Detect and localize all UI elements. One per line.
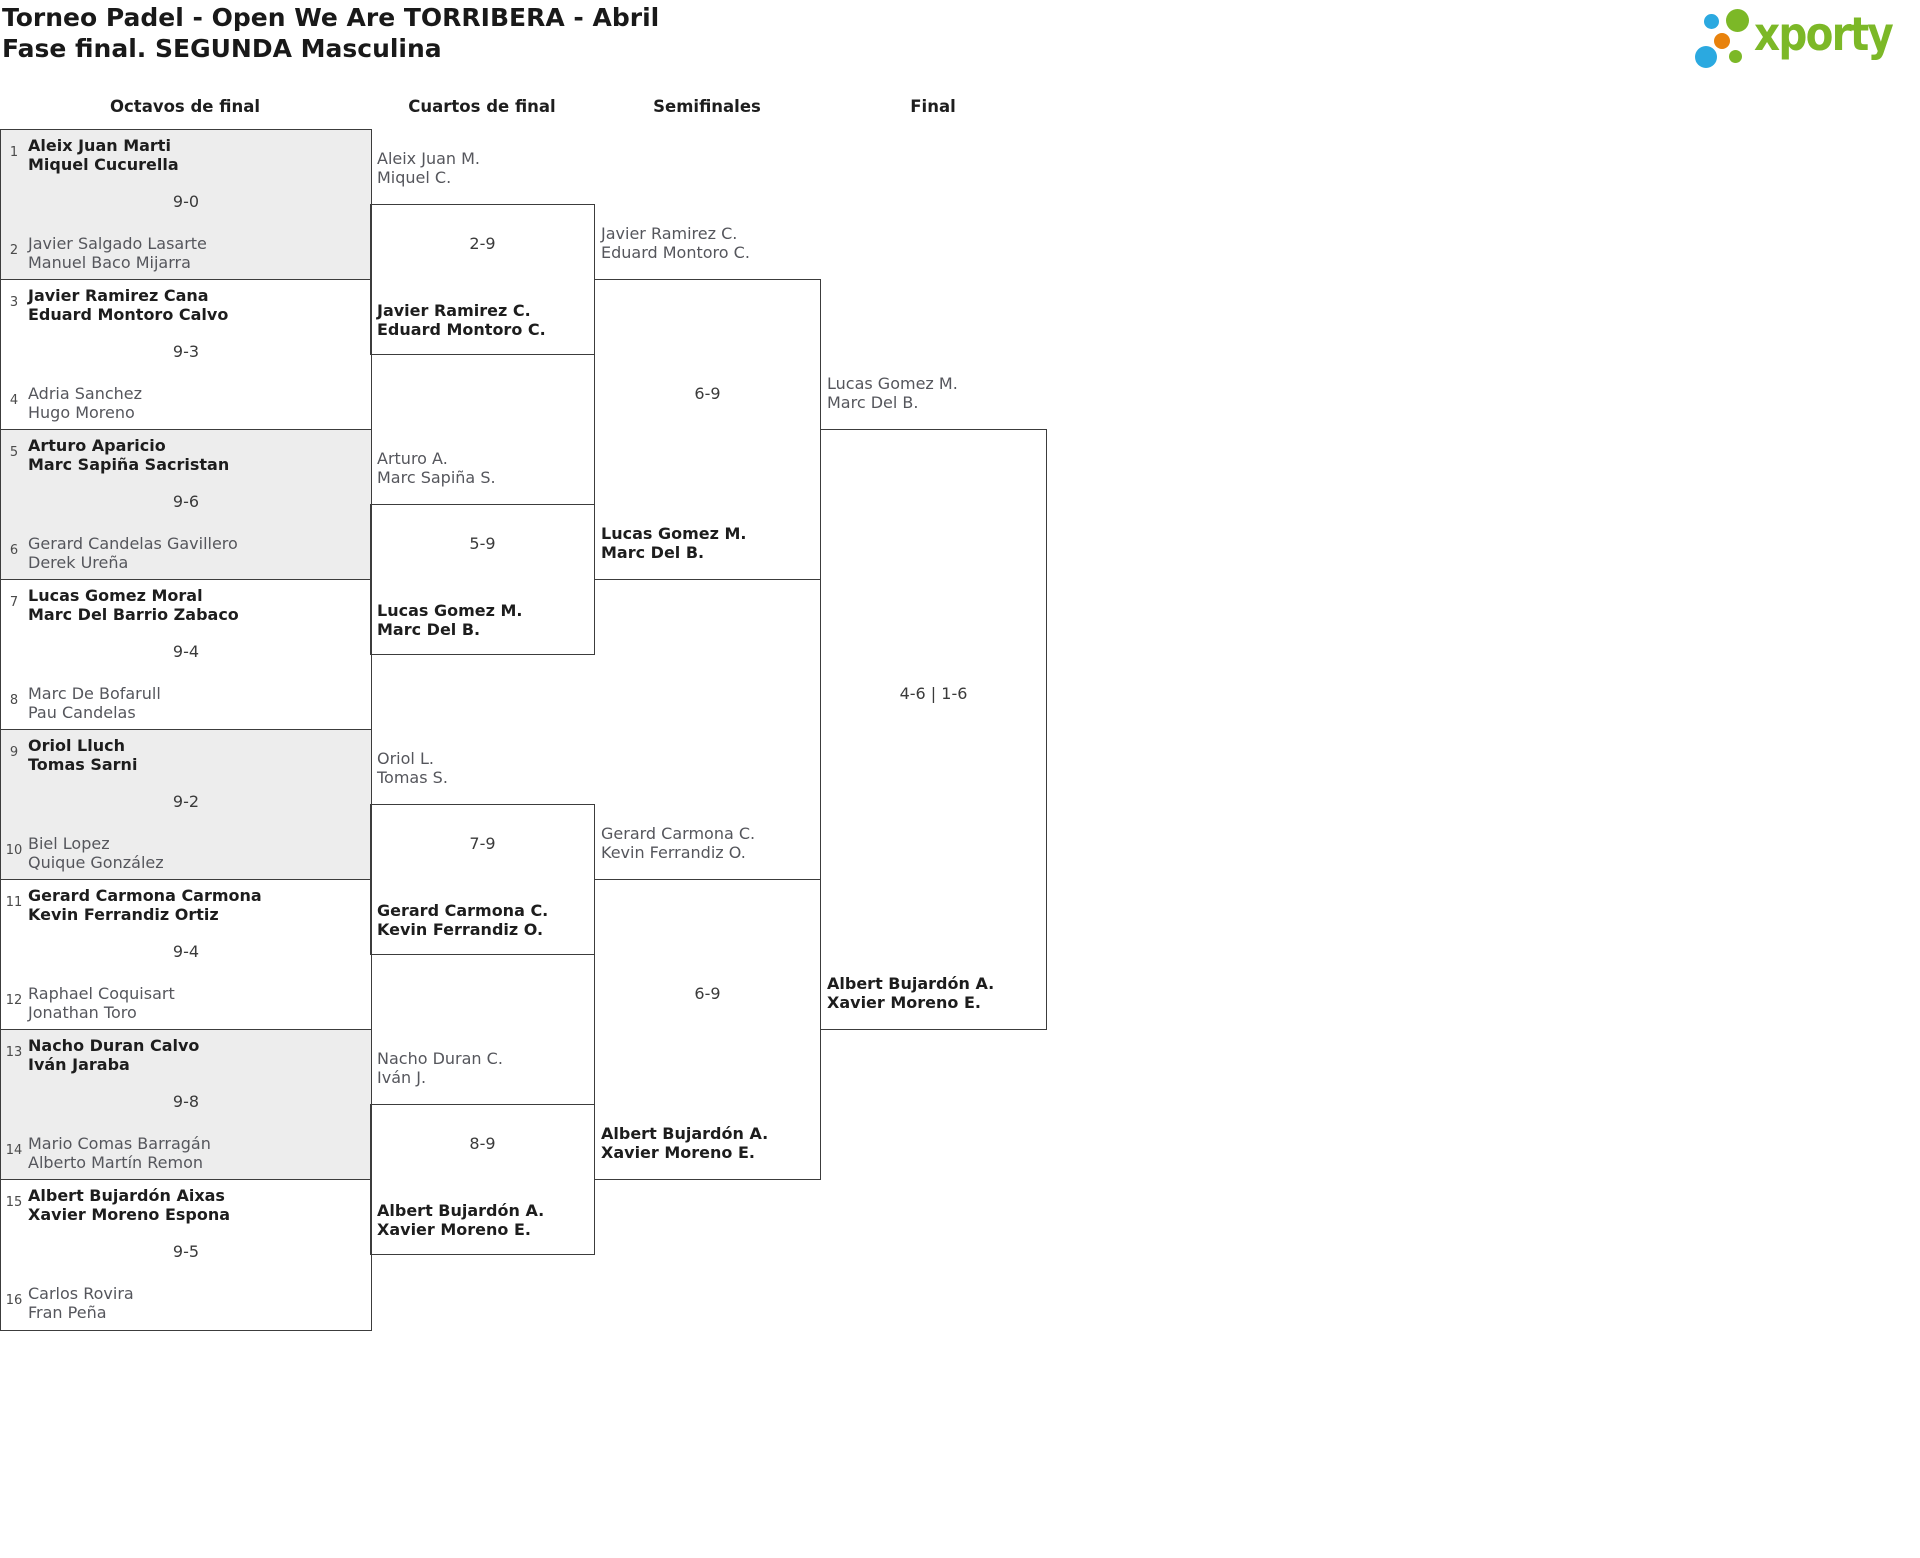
- team-names: Lucas Gomez M. Marc Del B.: [827, 374, 958, 412]
- team-names: Oriol L. Tomas S.: [377, 749, 448, 787]
- team-names: Marc De Bofarull Pau Candelas: [28, 684, 161, 722]
- phase-subtitle: Fase final. SEGUNDA Masculina: [2, 34, 442, 63]
- octavos-match-8: 15 Albert Bujardón Aixas Xavier Moreno E…: [1, 1180, 371, 1330]
- logo-dot-icon: [1704, 14, 1719, 29]
- team-names: Javier Ramirez Cana Eduard Montoro Calvo: [28, 286, 229, 324]
- seed-number: 2: [9, 243, 19, 258]
- octavos-match-1: 1 Aleix Juan Marti Miquel Cucurella 9-0 …: [1, 130, 371, 280]
- seed-number: 13: [5, 1045, 23, 1060]
- team-names: Albert Bujardón A. Xavier Moreno E.: [827, 974, 995, 1012]
- octavos-match-5: 9 Oriol Lluch Tomas Sarni 9-2 10 Biel Lo…: [1, 730, 371, 880]
- octavos-column: 1 Aleix Juan Marti Miquel Cucurella 9-0 …: [0, 129, 372, 1331]
- team-names: Albert Bujardón A. Xavier Moreno E.: [377, 1201, 545, 1239]
- octavos-match-6: 11 Gerard Carmona Carmona Kevin Ferrandi…: [1, 880, 371, 1030]
- team-names: Javier Ramirez C. Eduard Montoro C.: [377, 301, 546, 339]
- page-title: Torneo Padel - Open We Are TORRIBERA - A…: [2, 2, 659, 64]
- round-header-semifinales: Semifinales: [653, 97, 761, 116]
- round-header-final: Final: [910, 97, 956, 116]
- team-names: Gerard Candelas Gavillero Derek Ureña: [28, 534, 238, 572]
- team-names: Javier Salgado Lasarte Manuel Baco Mijar…: [28, 234, 207, 272]
- team-names: Oriol Lluch Tomas Sarni: [28, 736, 138, 774]
- match-score: 6-9: [694, 984, 721, 1003]
- match-score: 7-9: [469, 834, 496, 853]
- team-names: Nacho Duran C. Iván J.: [377, 1049, 503, 1087]
- team-names: Arturo Aparicio Marc Sapiña Sacristan: [28, 436, 230, 474]
- octavos-match-2: 3 Javier Ramirez Cana Eduard Montoro Cal…: [1, 280, 371, 430]
- match-score: 9-2: [172, 792, 200, 811]
- match-score: 6-9: [694, 384, 721, 403]
- seed-number: 16: [5, 1293, 23, 1308]
- team-names: Lucas Gomez M. Marc Del B.: [601, 524, 747, 562]
- team-names: Aleix Juan M. Miquel C.: [377, 149, 481, 187]
- match-score: 2-9: [469, 234, 496, 253]
- match-score: 9-4: [172, 942, 200, 961]
- team-names: Raphael Coquisart Jonathan Toro: [28, 984, 175, 1022]
- match-score: 9-0: [172, 192, 200, 211]
- logo-dot-icon: [1726, 9, 1749, 32]
- logo-dot-icon: [1729, 50, 1742, 63]
- seed-number: 5: [9, 445, 19, 460]
- seed-number: 4: [9, 393, 19, 408]
- team-names: Gerard Carmona C. Kevin Ferrandiz O.: [601, 824, 756, 862]
- tournament-title: Torneo Padel - Open We Are TORRIBERA - A…: [2, 3, 660, 32]
- logo-wordmark: xporty: [1754, 7, 1894, 61]
- team-names: Adria Sanchez Hugo Moreno: [28, 384, 143, 422]
- seed-number: 7: [9, 595, 19, 610]
- seed-number: 15: [5, 1195, 23, 1210]
- octavos-match-4: 7 Lucas Gomez Moral Marc Del Barrio Zaba…: [1, 580, 371, 730]
- seed-number: 3: [9, 295, 19, 310]
- seed-number: 6: [9, 543, 19, 558]
- team-names: Gerard Carmona C. Kevin Ferrandiz O.: [377, 901, 549, 939]
- round-header-octavos: Octavos de final: [110, 97, 260, 116]
- seed-number: 9: [9, 745, 19, 760]
- team-names: Biel Lopez Quique González: [28, 834, 164, 872]
- octavos-match-3: 5 Arturo Aparicio Marc Sapiña Sacristan …: [1, 430, 371, 580]
- match-score: 5-9: [469, 534, 496, 553]
- seed-number: 12: [5, 993, 23, 1008]
- team-names: Albert Bujardón A. Xavier Moreno E.: [601, 1124, 769, 1162]
- team-names: Lucas Gomez M. Marc Del B.: [377, 601, 523, 639]
- seed-number: 1: [9, 145, 19, 160]
- team-names: Nacho Duran Calvo Iván Jaraba: [28, 1036, 200, 1074]
- team-names: Gerard Carmona Carmona Kevin Ferrandiz O…: [28, 886, 262, 924]
- octavos-match-7: 13 Nacho Duran Calvo Iván Jaraba 9-8 14 …: [1, 1030, 371, 1180]
- match-score: 9-5: [172, 1242, 200, 1261]
- team-names: Carlos Rovira Fran Peña: [28, 1284, 134, 1322]
- team-names: Javier Ramirez C. Eduard Montoro C.: [601, 224, 750, 262]
- seed-number: 10: [5, 843, 23, 858]
- match-score: 9-4: [172, 642, 200, 661]
- final-score: 4-6 | 1-6: [899, 684, 968, 703]
- logo-dot-icon: [1695, 46, 1717, 68]
- team-names: Lucas Gomez Moral Marc Del Barrio Zabaco: [28, 586, 239, 624]
- final-match-box: [820, 429, 1047, 1030]
- seed-number: 11: [5, 895, 23, 910]
- seed-number: 14: [5, 1143, 23, 1158]
- match-score: 9-6: [172, 492, 200, 511]
- xporty-logo[interactable]: xporty: [1690, 5, 1915, 75]
- logo-dot-icon: [1714, 33, 1730, 49]
- match-score: 9-8: [172, 1092, 200, 1111]
- round-header-cuartos: Cuartos de final: [408, 97, 556, 116]
- team-names: Mario Comas Barragán Alberto Martín Remo…: [28, 1134, 211, 1172]
- team-names: Albert Bujardón Aixas Xavier Moreno Espo…: [28, 1186, 231, 1224]
- team-names: Aleix Juan Marti Miquel Cucurella: [28, 136, 179, 174]
- match-score: 8-9: [469, 1134, 496, 1153]
- team-names: Arturo A. Marc Sapiña S.: [377, 449, 496, 487]
- match-score: 9-3: [172, 342, 200, 361]
- seed-number: 8: [9, 693, 19, 708]
